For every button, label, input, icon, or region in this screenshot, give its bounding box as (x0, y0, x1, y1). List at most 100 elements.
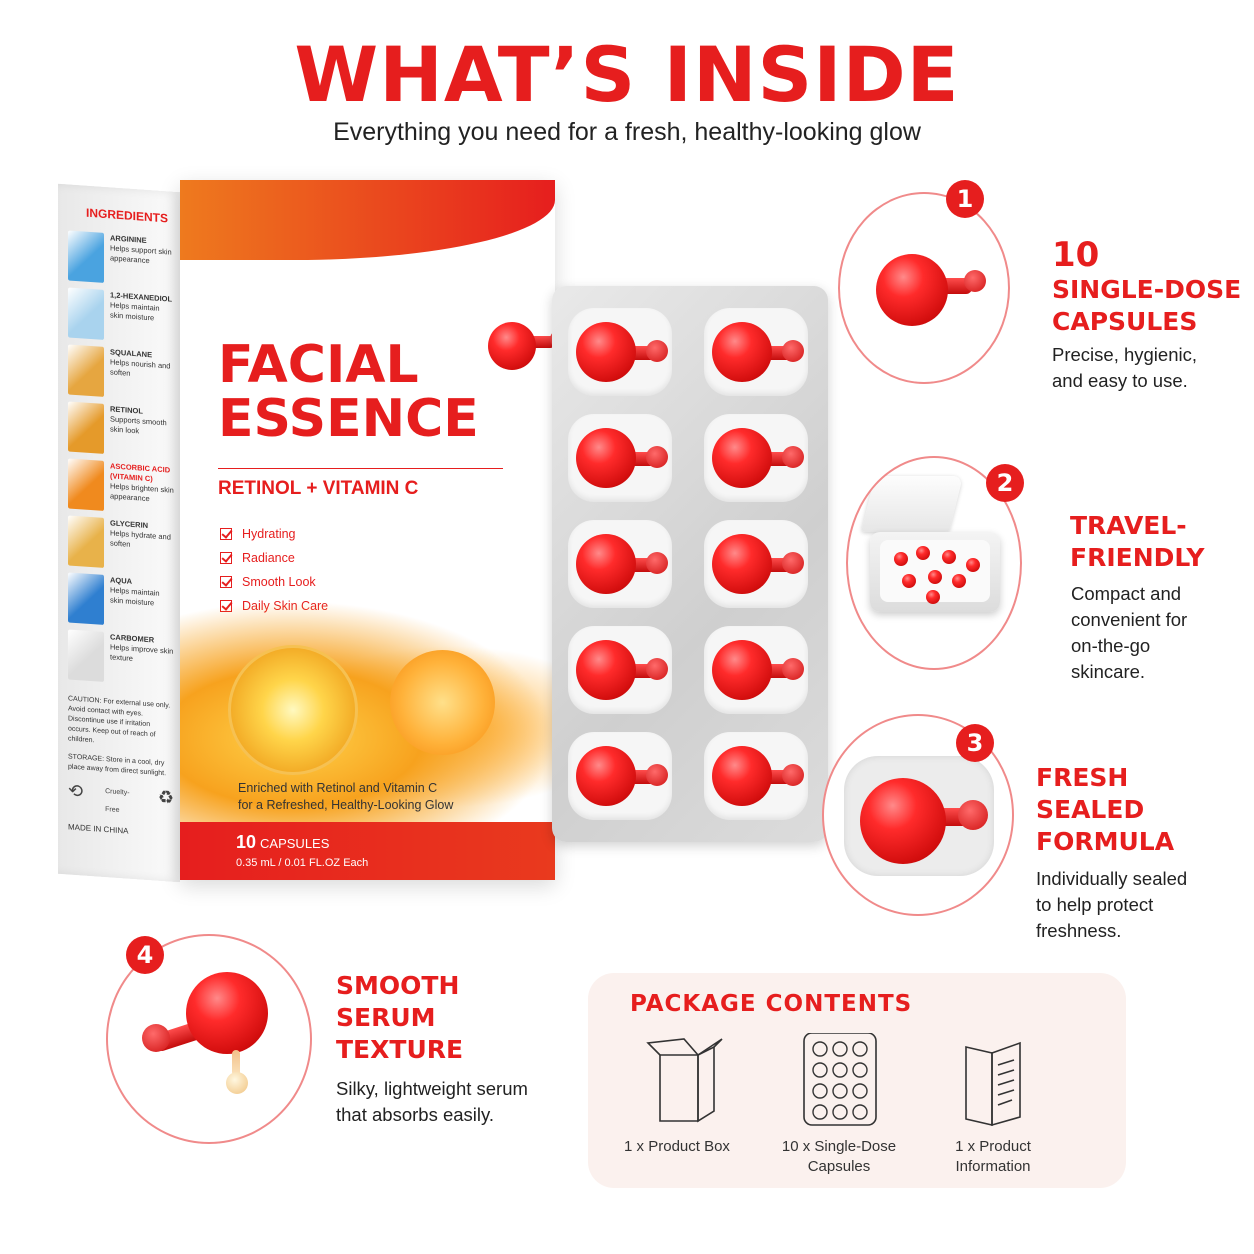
blister-pocket (704, 520, 808, 608)
ingredient-image (68, 458, 104, 511)
ingredient-image (68, 629, 104, 682)
feature-2-title-line1: TRAVEL- (1070, 511, 1187, 540)
mini-capsule-icon (928, 570, 948, 590)
feature-4-desc-line1: Silky, lightweight serum (336, 1078, 528, 1099)
checkbox-icon (220, 528, 232, 540)
capsule-count-label: CAPSULES (260, 836, 330, 851)
capsule-icon (576, 744, 672, 808)
mini-capsule-icon (916, 546, 936, 566)
feature-1-desc-line1: Precise, hygienic, (1052, 344, 1197, 365)
ingredient-text: ASCORBIC ACID (VITAMIN C)Helps brighten … (110, 461, 174, 505)
blister-outline-icon (764, 1032, 914, 1129)
feature-1-title-line3: CAPSULES (1052, 307, 1198, 336)
ingredient-image (68, 230, 104, 283)
blister-slot-icon (852, 1062, 868, 1078)
package-item-capsules-label: 10 x Single-Dose Capsules (764, 1137, 914, 1177)
title-divider (218, 468, 503, 469)
blister-pocket (704, 414, 808, 502)
box-front-panel: FACIAL ESSENCE RETINOL + VITAMIN C Hydra… (180, 180, 555, 880)
recycle-icon: ♻ (157, 786, 174, 808)
feature-3-title-line2: SEALED (1036, 795, 1145, 824)
blister-pocket (704, 626, 808, 714)
package-item-information-label: 1 x Product Information (918, 1137, 1068, 1177)
blister-pocket (704, 732, 808, 820)
blister-pocket (568, 414, 672, 502)
box-top-band (180, 180, 555, 260)
leaflet-outline-icon (918, 1033, 1068, 1129)
ingredient-desc: Helps maintain skin moisture (110, 300, 160, 323)
travel-case-lid (861, 476, 963, 532)
feature-4-title-line2: SERUM (336, 1003, 436, 1032)
feature-1-title-line1: 10 (1052, 235, 1100, 275)
ingredient-desc: Helps improve skin texture (110, 642, 174, 663)
ingredient-item: ASCORBIC ACID (VITAMIN C)Helps brighten … (68, 458, 174, 522)
sealed-capsule-icon (860, 778, 1000, 868)
package-item-capsules-line2: Capsules (807, 1158, 871, 1175)
ingredients-title: INGREDIENTS (86, 205, 169, 226)
product-subtitle: RETINOL + VITAMIN C (218, 478, 419, 499)
ingredient-desc: Helps hydrate and soften (110, 528, 171, 549)
feature-3-title-line1: FRESH (1036, 763, 1129, 792)
feature-4-desc-line2: that absorbs easily. (336, 1104, 495, 1125)
capsule-logo-icon (488, 320, 555, 380)
product-name: FACIAL ESSENCE (218, 338, 479, 446)
tagline-line1: Enriched with Retinol and Vitamin C (238, 781, 438, 795)
feature-4-title: SMOOTH SERUM TEXTURE (336, 970, 463, 1066)
feature-1-title-line2: SINGLE-DOSE (1052, 275, 1242, 304)
mini-capsule-icon (942, 550, 962, 570)
package-item-information-line2: Information (955, 1158, 1031, 1175)
blister-slot-icon (832, 1104, 848, 1120)
recycle-cycle-icon: ⟲ (68, 780, 84, 802)
serum-orb-image (228, 645, 358, 775)
package-item-information: 1 x Product Information (918, 1033, 1068, 1177)
blister-slot-icon (812, 1041, 828, 1057)
capsule-icon (576, 638, 672, 702)
benefit-item: Smooth Look (220, 570, 328, 594)
capsule-icon (576, 320, 672, 384)
feature-4-title-line3: TEXTURE (336, 1035, 464, 1064)
feature-4-number: 4 (126, 936, 164, 974)
feature-3-desc: Individually sealed to help protect fres… (1036, 866, 1187, 944)
capsule-icon (712, 638, 808, 702)
capsule-icon (712, 426, 808, 490)
benefit-label: Smooth Look (242, 575, 316, 589)
package-item-box: 1 x Product Box (602, 1033, 752, 1157)
mini-capsule-icon (902, 574, 922, 594)
page-subtitle: Everything you need for a fresh, healthy… (333, 118, 921, 146)
feature-3-title: FRESH SEALED FORMULA (1036, 762, 1174, 858)
feature-1-circle (838, 192, 1010, 384)
feature-3-desc-line2: to help protect (1036, 894, 1154, 915)
feature-2-number: 2 (986, 464, 1024, 502)
feature-2-circle (846, 456, 1022, 670)
feature-3-desc-line3: freshness. (1036, 920, 1122, 941)
package-item-box-label: 1 x Product Box (624, 1138, 730, 1155)
blister-slot-icon (852, 1041, 868, 1057)
capsule-icon (712, 744, 808, 808)
feature-3-desc-line1: Individually sealed (1036, 868, 1188, 889)
travel-case-tray (880, 540, 990, 604)
checkbox-icon (220, 552, 232, 564)
capsule-icon (712, 320, 808, 384)
mini-capsule-icon (952, 574, 972, 594)
mini-capsule-icon (926, 590, 946, 610)
package-contents-panel: PACKAGE CONTENTS 1 x Product Box 10 x Si… (588, 973, 1126, 1188)
feature-3-number: 3 (956, 724, 994, 762)
feature-1-desc-line2: and easy to use. (1052, 370, 1188, 391)
benefit-label: Radiance (242, 551, 295, 565)
capsule-icon (576, 426, 672, 490)
feature-2-desc-line2: convenient for (1071, 609, 1188, 630)
capsule-icon (712, 532, 808, 596)
blister-slot-icon (832, 1083, 848, 1099)
